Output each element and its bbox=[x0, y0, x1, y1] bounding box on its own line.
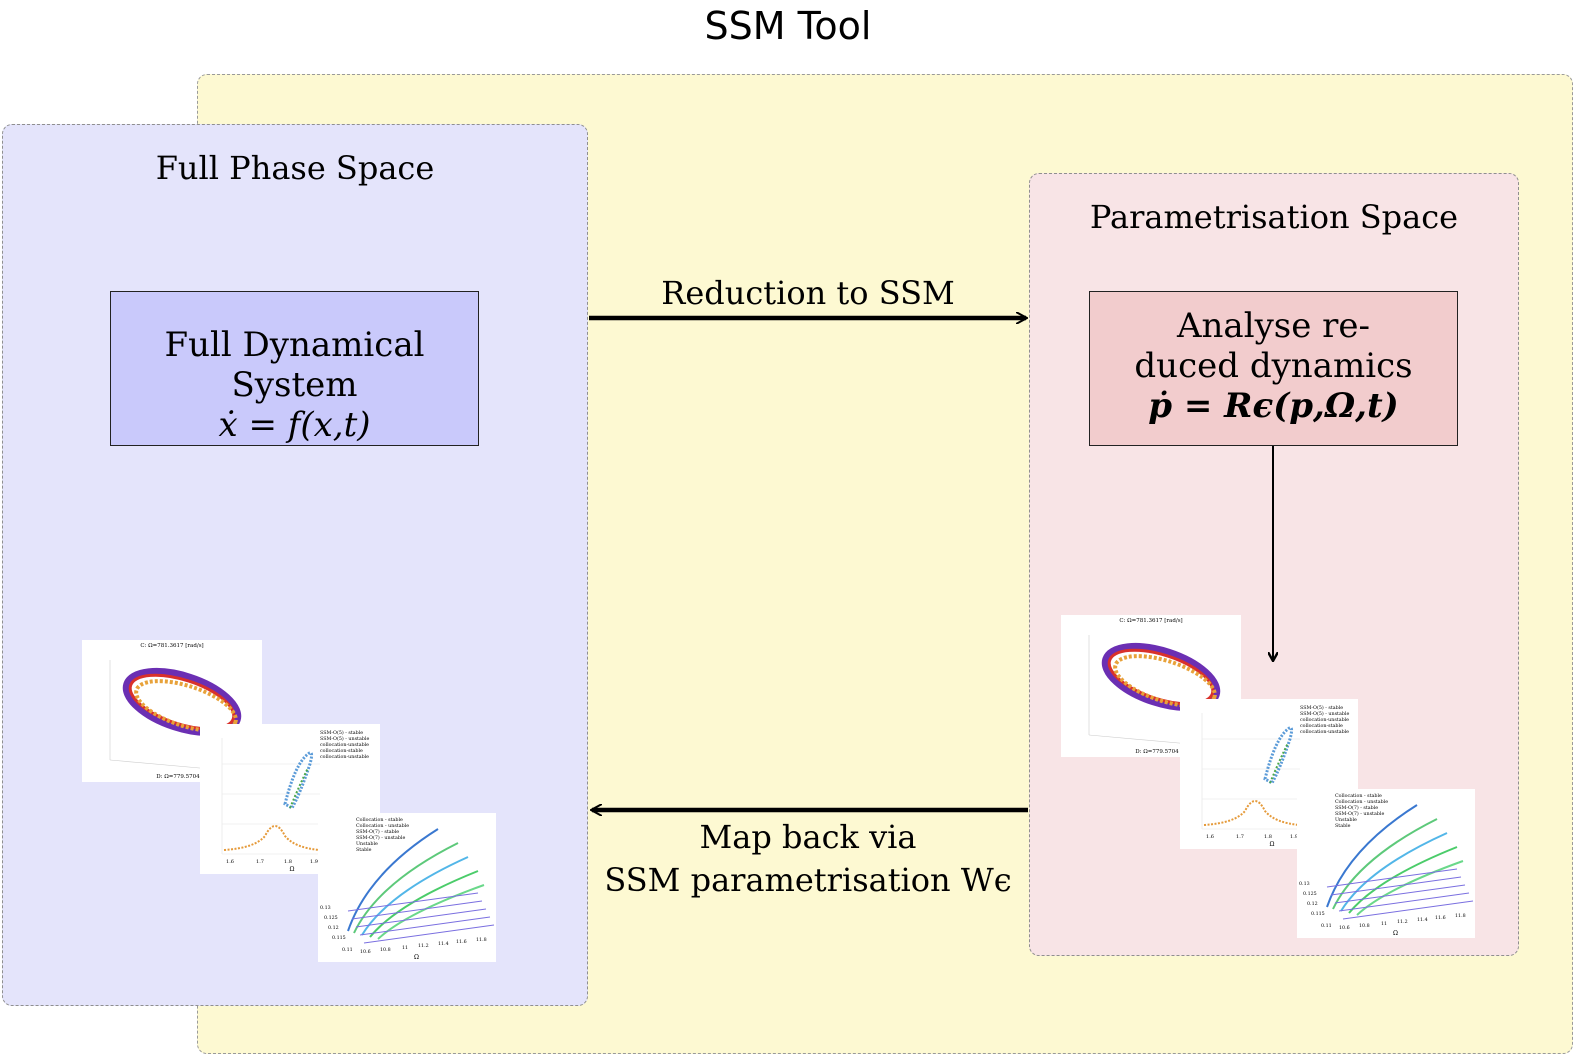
frc-upper-isola bbox=[283, 751, 314, 811]
svg-text:11.2: 11.2 bbox=[418, 943, 429, 949]
svg-text:1.6: 1.6 bbox=[1206, 834, 1214, 840]
svg-text:11: 11 bbox=[1381, 921, 1387, 927]
torus-plot-footer: D: Ω=779.5704 [rad/s] bbox=[156, 774, 220, 780]
svg-text:0.125: 0.125 bbox=[1303, 891, 1317, 897]
full-phase-space-title: Full Phase Space bbox=[155, 149, 435, 187]
surface-x-label: Ω bbox=[414, 954, 419, 961]
svg-text:11.8: 11.8 bbox=[1455, 913, 1466, 919]
frc-plot-thumbnail: SSM-O(5) - stable SSM-O(5) - unstable co… bbox=[200, 724, 380, 874]
svg-text:collocation-unstable: collocation-unstable bbox=[320, 754, 369, 760]
svg-text:collocation-stable: collocation-stable bbox=[1300, 723, 1343, 729]
svg-text:Unstable: Unstable bbox=[1335, 817, 1357, 823]
svg-text:0.115: 0.115 bbox=[1311, 911, 1325, 917]
svg-text:collocation-unstable: collocation-unstable bbox=[1300, 717, 1349, 723]
parametrisation-space-title: Parametrisation Space bbox=[1089, 198, 1459, 236]
svg-text:0.11: 0.11 bbox=[1321, 923, 1332, 929]
svg-text:1.7: 1.7 bbox=[256, 859, 264, 865]
svg-text:11.2: 11.2 bbox=[1397, 919, 1408, 925]
svg-text:Collocation - stable: Collocation - stable bbox=[1335, 793, 1382, 799]
frc-legend: SSM-O(5) - stable SSM-O(5) - unstable co… bbox=[320, 729, 369, 760]
surface-legend: Collocation - stable Collocation - unsta… bbox=[356, 817, 409, 853]
svg-text:11.4: 11.4 bbox=[1417, 917, 1428, 923]
surface-e-ticks: 0.13 0.125 0.12 0.115 0.11 bbox=[320, 905, 353, 953]
torus-shape bbox=[122, 667, 242, 737]
full-dynamical-system-box: Full Dynamical System ẋ = f(x,t) bbox=[110, 291, 479, 446]
surface-plot-thumbnail-right: Collocation - stable Collocation - unsta… bbox=[1297, 789, 1475, 938]
svg-text:1.7: 1.7 bbox=[1236, 834, 1244, 840]
svg-text:10.8: 10.8 bbox=[1359, 923, 1370, 929]
diagram-title: SSM Tool bbox=[704, 4, 872, 48]
svg-text:0.12: 0.12 bbox=[328, 925, 339, 931]
svg-text:0.12: 0.12 bbox=[1307, 901, 1318, 907]
svg-text:C: Ω=781.3617 [rad/s]: C: Ω=781.3617 [rad/s] bbox=[1119, 618, 1182, 624]
reduced-dynamics-label-line1: Analyse re- bbox=[1176, 306, 1371, 346]
svg-text:Collocation - unstable: Collocation - unstable bbox=[1335, 799, 1388, 805]
svg-text:Stable: Stable bbox=[1335, 823, 1351, 829]
svg-text:11: 11 bbox=[402, 945, 408, 951]
svg-text:10.8: 10.8 bbox=[380, 947, 391, 953]
svg-text:Stable: Stable bbox=[356, 847, 372, 853]
svg-text:Ω: Ω bbox=[1270, 841, 1275, 848]
map-back-label-line1: Map back via bbox=[699, 818, 917, 856]
svg-text:Unstable: Unstable bbox=[356, 841, 378, 847]
full-dynamical-system-label: Full Dynamical System bbox=[164, 325, 425, 405]
svg-text:SSM-O(5) - stable: SSM-O(5) - stable bbox=[320, 729, 363, 736]
svg-text:11.4: 11.4 bbox=[438, 941, 449, 947]
svg-text:0.11: 0.11 bbox=[342, 947, 353, 953]
reduced-dynamics-equation: ṗ = Rϵ(p,Ω,t) bbox=[1148, 386, 1399, 426]
reduced-dynamics-box: Analyse re- duced dynamics ṗ = Rϵ(p,Ω,t) bbox=[1089, 291, 1458, 446]
svg-text:SSM-O(5) - stable: SSM-O(5) - stable bbox=[1300, 704, 1343, 711]
reduction-arrow-label: Reduction to SSM bbox=[661, 274, 955, 312]
svg-text:0.13: 0.13 bbox=[1299, 881, 1310, 887]
svg-text:Collocation - stable: Collocation - stable bbox=[356, 817, 403, 823]
svg-text:10.6: 10.6 bbox=[1339, 925, 1350, 931]
svg-text:Ω: Ω bbox=[1393, 930, 1398, 937]
svg-text:D: Ω=779.5704 [rad/s]: D: Ω=779.5704 [rad/s] bbox=[1135, 749, 1199, 755]
surface-plot-thumbnail: Collocation - stable Collocation - unsta… bbox=[318, 813, 496, 962]
torus-plot-title: C: Ω=781.3617 [rad/s] bbox=[140, 643, 203, 649]
svg-text:1.9: 1.9 bbox=[1290, 834, 1298, 840]
svg-text:10.6: 10.6 bbox=[360, 949, 371, 955]
map-back-label-line2: SSM parametrisation Wϵ bbox=[604, 861, 1012, 899]
svg-text:SSM-O(5) - unstable: SSM-O(5) - unstable bbox=[1300, 710, 1349, 717]
svg-text:SSM-O(7) - stable: SSM-O(7) - stable bbox=[356, 828, 399, 835]
svg-text:0.13: 0.13 bbox=[320, 905, 331, 911]
full-system-equation: ẋ = f(x,t) bbox=[218, 405, 371, 445]
svg-text:1.6: 1.6 bbox=[226, 859, 234, 865]
svg-text:11.8: 11.8 bbox=[476, 937, 487, 943]
surface-baselines bbox=[347, 892, 495, 944]
frc-upper-stable bbox=[289, 767, 309, 809]
reduced-dynamics-label-line2: duced dynamics bbox=[1134, 346, 1413, 386]
svg-text:SSM-O(7) - unstable: SSM-O(7) - unstable bbox=[356, 834, 405, 841]
svg-text:11.6: 11.6 bbox=[456, 939, 467, 945]
svg-text:SSM-O(7) - unstable: SSM-O(7) - unstable bbox=[1335, 810, 1384, 817]
svg-text:SSM-O(5) - unstable: SSM-O(5) - unstable bbox=[320, 735, 369, 742]
svg-text:SSM-O(7) - stable: SSM-O(7) - stable bbox=[1335, 804, 1378, 811]
svg-text:0.125: 0.125 bbox=[324, 915, 338, 921]
frc-x-ticks: 1.6 1.7 1.8 1.9 bbox=[226, 859, 318, 865]
svg-text:11.6: 11.6 bbox=[1435, 915, 1446, 921]
svg-text:1.8: 1.8 bbox=[1264, 834, 1272, 840]
svg-text:1.9: 1.9 bbox=[310, 859, 318, 865]
svg-text:Collocation - unstable: Collocation - unstable bbox=[356, 823, 409, 829]
svg-text:collocation-unstable: collocation-unstable bbox=[1300, 729, 1349, 735]
frc-x-label: Ω bbox=[290, 866, 295, 873]
frc-lower-curve bbox=[223, 825, 321, 851]
svg-text:collocation-stable: collocation-stable bbox=[320, 748, 363, 754]
svg-text:collocation-unstable: collocation-unstable bbox=[320, 742, 369, 748]
svg-text:0.115: 0.115 bbox=[332, 935, 346, 941]
surface-x-ticks: 10.6 10.8 11 11.2 11.4 11.6 11.8 bbox=[360, 937, 487, 955]
svg-text:1.8: 1.8 bbox=[284, 859, 292, 865]
